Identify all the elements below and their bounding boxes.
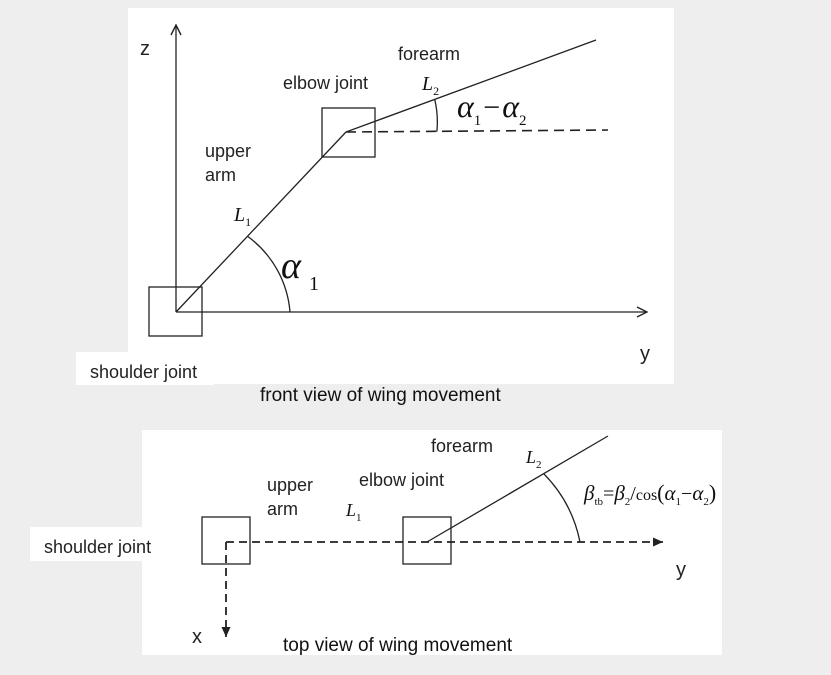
front-view-panel: z y forearm elbow joint upper arm should… [76,8,674,406]
top-view-background [142,430,722,655]
top-l2-symbol: L2 [525,447,542,471]
shoulder-joint-box [148,286,203,337]
front-view-background [128,8,674,384]
alpha1-arc [247,235,291,313]
top-upper-arm-label-line2: arm [267,499,298,519]
front-view-caption: front view of wing movement [260,385,501,406]
z-axis-label: z [140,38,150,60]
top-shoulder-joint-box [201,516,251,565]
horizontal-reference-dashed [345,129,609,133]
top-forearm-segment [426,435,609,543]
shoulder-label-background [76,352,214,385]
top-forearm-label: forearm [431,436,493,456]
top-l1-symbol: L1 [345,500,362,524]
top-elbow-joint-box [402,516,452,565]
alpha-diff-arc [434,99,438,132]
front-shoulder-joint-label: shoulder joint [90,362,197,382]
front-forearm-label: forearm [398,44,460,64]
front-elbow-joint-label: elbow joint [283,73,368,93]
top-x-axis-label: x [192,626,202,648]
elbow-joint-box [321,107,376,158]
front-upper-arm-label-line2: arm [205,165,236,185]
front-upper-arm-label-line1: upper [205,141,251,161]
top-view-panel: y x forearm elbow joint upper arm should… [30,430,722,656]
upper-arm-segment [175,131,347,313]
top-elbow-joint-label: elbow joint [359,470,444,490]
top-shoulder-joint-label: shoulder joint [44,537,151,557]
beta-angle-arc [543,473,581,543]
top-upper-arm-label-line1: upper [267,475,313,495]
y-axis-label: y [640,343,650,365]
top-y-axis-label: y [676,559,686,581]
front-l1-symbol: L1 [233,204,251,229]
forearm-segment [345,39,597,133]
beta-tb-formula: βtb=β2/cos(α1−α2) [583,480,716,508]
front-alpha-difference-symbol: α1−α2 [457,88,527,129]
front-l2-symbol: L2 [421,73,439,98]
top-shoulder-label-background [30,527,172,561]
top-view-caption: top view of wing movement [283,635,513,656]
